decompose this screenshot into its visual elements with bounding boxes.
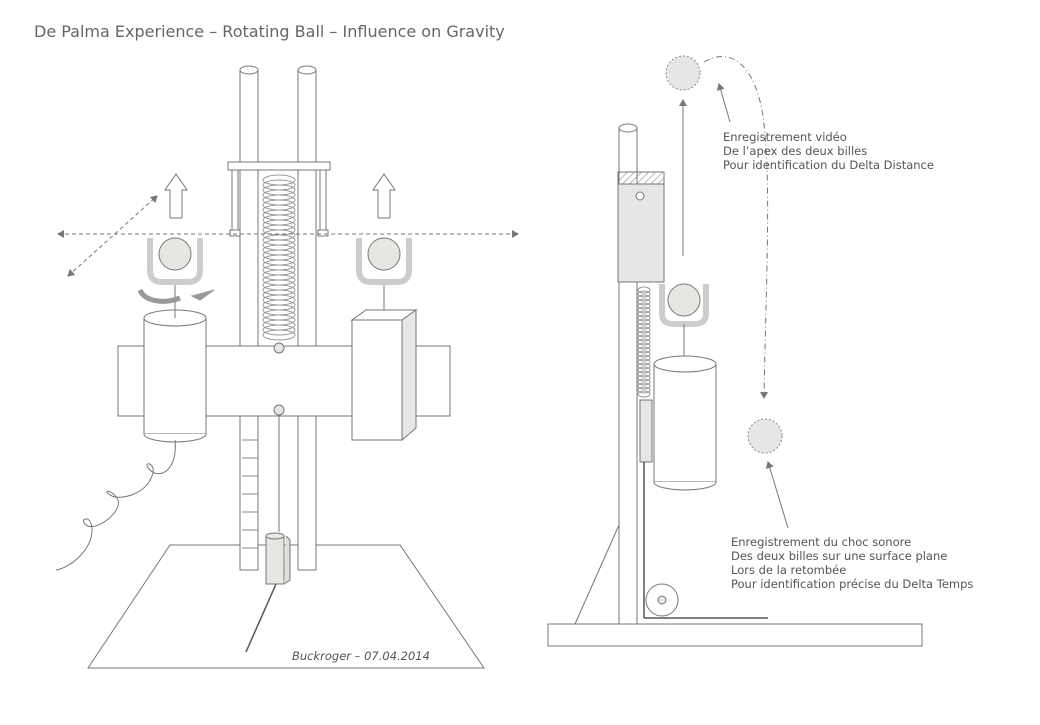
- annotation-top-line-2: De l’apex des deux billes: [723, 144, 867, 158]
- spring-coil: [637, 318, 651, 326]
- spring-coil: [637, 298, 651, 306]
- sound-pointer-arrow: [765, 461, 789, 529]
- release-cord: [245, 583, 277, 653]
- left-rod: [239, 69, 259, 571]
- annotation-bottom-line-1: Enregistrement du choc sonore: [731, 535, 911, 549]
- landing-ball: [747, 418, 783, 454]
- annotation-top-line-3: Pour identification du Delta Distance: [723, 158, 934, 172]
- right-ball-static: [367, 237, 401, 271]
- spring-coil: [637, 306, 651, 314]
- hatched-clamp: [617, 171, 665, 185]
- right-rod: [297, 69, 317, 571]
- annotation-bottom-line-2: Des deux billes sur une surface plane: [731, 549, 947, 563]
- right-apparatus: [547, 55, 923, 647]
- spring-coil: [637, 294, 651, 302]
- spring-coil: [637, 334, 651, 342]
- spring-coil: [637, 286, 651, 294]
- side-ball: [667, 283, 701, 317]
- spring-coil: [637, 362, 651, 370]
- annotation-bottom-line-3: Lors de la retombée: [731, 563, 846, 577]
- left-up-arrow-icon: [164, 173, 188, 219]
- spring-coil: [637, 366, 651, 374]
- ball-trajectory: [703, 56, 769, 399]
- spring-coil: [637, 370, 651, 378]
- upper-pivot: [273, 342, 285, 354]
- rotation-arrow-icon: [137, 288, 181, 304]
- spring: [262, 174, 296, 341]
- spring-coil: [637, 302, 651, 310]
- annotation-video: Enregistrement vidéo De l’apex des deux …: [723, 130, 934, 172]
- left-rod-top: [239, 65, 259, 75]
- motor-cable: [55, 439, 176, 571]
- right-block: [351, 319, 403, 441]
- lower-pivot: [273, 404, 285, 416]
- video-pointer-arrow: [716, 83, 731, 123]
- signature: Buckroger – 07.04.2014: [292, 649, 430, 663]
- right-cup: [356, 238, 412, 285]
- spring-coil: [637, 382, 651, 390]
- spring-coil: [637, 374, 651, 382]
- spring-coil: [637, 346, 651, 354]
- counterweight: [265, 535, 285, 585]
- spring-coil: [637, 326, 651, 334]
- base-platform: [87, 544, 485, 669]
- top-bracket-legs: [231, 170, 327, 232]
- right-spring: [637, 286, 651, 398]
- spring-coil: [637, 330, 651, 338]
- spring-coil: [637, 290, 651, 298]
- right-base: [547, 623, 923, 647]
- spring-coil: [637, 386, 651, 394]
- annotation-bottom-line-4: Pour identification précise du Delta Tem…: [731, 577, 973, 591]
- apex-ball: [665, 55, 701, 91]
- top-bracket-bar: [227, 161, 331, 171]
- spring-coil: [637, 314, 651, 322]
- right-rod-top: [297, 65, 317, 75]
- right-up-arrow-icon: [372, 173, 396, 219]
- left-apparatus: [55, 65, 519, 669]
- depth-axis-arrow: [67, 195, 158, 277]
- spring-coil: [262, 324, 296, 336]
- spring-coil: [637, 378, 651, 386]
- spring-coil: [637, 390, 651, 398]
- spring-coil: [637, 310, 651, 318]
- diagram-title: De Palma Experience – Rotating Ball – In…: [34, 22, 505, 41]
- spring-coil: [637, 338, 651, 346]
- spring-coil: [262, 329, 296, 341]
- side-cylinder: [653, 363, 717, 483]
- left-cylinder-motor: [143, 317, 207, 435]
- diagonal-brace: [574, 524, 620, 625]
- left-cup: [147, 238, 203, 285]
- left-ball-rotating: [158, 237, 192, 271]
- spring-coil: [637, 358, 651, 366]
- side-plate: [639, 399, 653, 463]
- spring-coil: [637, 322, 651, 330]
- spring-coil: [637, 350, 651, 358]
- annotation-top-line-1: Enregistrement vidéo: [723, 130, 847, 144]
- spring-coil: [637, 342, 651, 350]
- spring-coil: [637, 354, 651, 362]
- scale-ticks: [242, 439, 258, 549]
- annotation-sound: Enregistrement du choc sonore Des deux b…: [731, 535, 973, 591]
